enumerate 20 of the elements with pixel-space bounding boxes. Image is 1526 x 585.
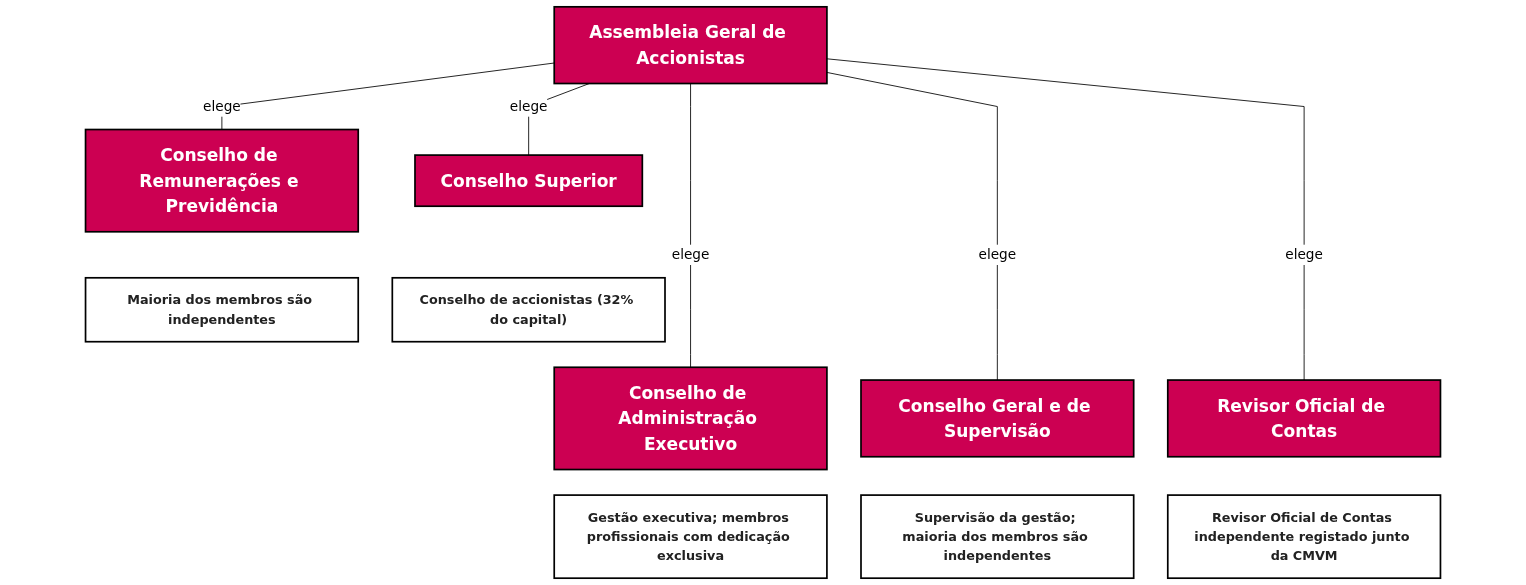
- node-box: Conselho de Remunerações e Previdência: [84, 128, 360, 233]
- node-box: Conselho Superior: [414, 154, 644, 208]
- node-box: Conselho de Administração Executivo: [553, 366, 828, 471]
- node-box: Gestão executiva; membros profissionais com dedicação exclusiva: [553, 494, 828, 580]
- node-box: Revisor Oficial de Contas: [1166, 379, 1442, 458]
- node-box: Conselho Geral e de Supervisão: [860, 379, 1135, 458]
- edge-label: elege: [509, 98, 548, 115]
- connector: [826, 72, 998, 381]
- edge-label: elege: [1285, 246, 1323, 263]
- edge-label: elege: [671, 246, 710, 263]
- node-box: Maioria dos membros são independentes: [84, 276, 360, 343]
- node-box: Assembleia Geral de Accionistas: [553, 5, 828, 85]
- edge-label: elege: [203, 98, 241, 115]
- node-box: Conselho de accionistas (32% do capital): [391, 276, 666, 343]
- node-box: Revisor Oficial de Contas independente registado junto da CMVM: [1166, 494, 1442, 580]
- connector: [826, 58, 1305, 381]
- connector: [221, 62, 555, 130]
- connector: [690, 83, 691, 368]
- edge-label: elege: [978, 246, 1017, 263]
- node-box: Supervisão da gestão; maioria dos membros são independentes: [860, 494, 1135, 580]
